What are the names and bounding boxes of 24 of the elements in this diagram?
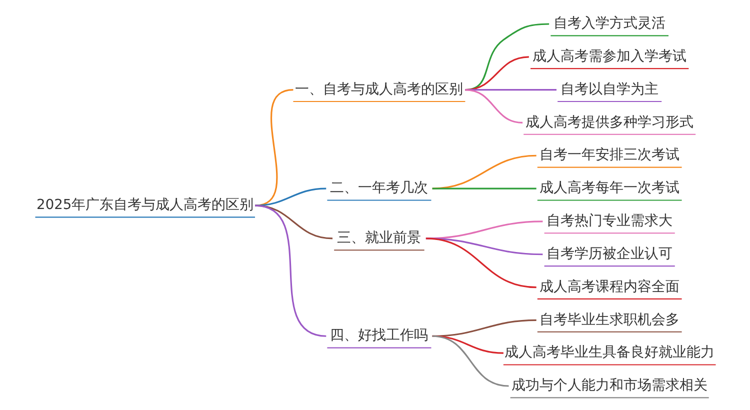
node-text: 四、好找工作吗 xyxy=(330,328,428,344)
node-text: 成人高考提供多种学习形式 xyxy=(525,114,694,130)
node-text: 二、一年考几次 xyxy=(330,180,428,196)
connector xyxy=(432,188,536,190)
node-text: 成人高考需参加入学考试 xyxy=(532,48,686,65)
connector xyxy=(432,154,536,190)
node-text: 自考以自学为主 xyxy=(560,81,658,98)
node-text: 自考毕业生求职机会多 xyxy=(539,312,680,328)
node-text: 成人高考毕业生具备良好就业能力 xyxy=(504,344,714,361)
node-text: 自考一年安排三次考试 xyxy=(539,147,680,164)
node-text: 成人高考每年一次考试 xyxy=(539,180,680,196)
node-text: 一、自考与成人高考的区别 xyxy=(294,81,463,98)
connector xyxy=(464,89,522,124)
node-text: 2025年广东自考与成人高考的区别 xyxy=(36,197,254,214)
node-text: 自考热门专业需求大 xyxy=(546,213,672,230)
connector xyxy=(254,204,326,337)
node-text: 三、就业前景 xyxy=(336,230,421,246)
connector xyxy=(254,188,326,206)
node-text: 成人高考课程内容全面 xyxy=(539,278,680,295)
node-text: 自考学历被企业认可 xyxy=(546,246,672,262)
node-text: 成功与个人能力和市场需求相关 xyxy=(511,378,708,394)
connector xyxy=(425,238,536,288)
connector xyxy=(432,335,508,387)
node-text: 自考入学方式灵活 xyxy=(553,16,666,32)
